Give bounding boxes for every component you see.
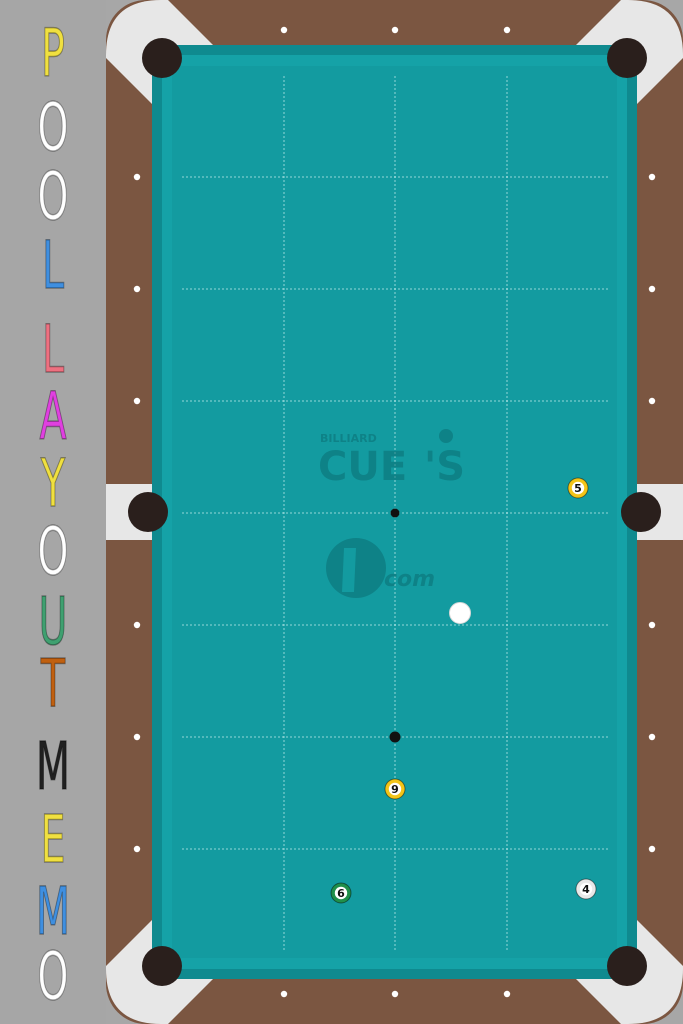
rail-diamond [648,173,656,181]
pocket-tl [142,38,182,78]
rail-diamond [648,285,656,293]
title-letter: O [37,90,69,167]
title-letter: M [35,874,71,951]
title-letter: E [40,802,66,879]
rail-diamond [280,990,288,998]
title-letter: L [41,312,65,389]
ball-5[interactable]: 5 [567,477,589,499]
rail-diamond [503,990,511,998]
rail-diamond [648,845,656,853]
ball-number-disc [571,481,585,495]
ball-number-disc [388,782,402,796]
pockets [128,38,661,986]
rail-diamond [133,173,141,181]
rail-diamond [133,397,141,405]
pocket-mr [621,492,661,532]
ball-number-disc [579,882,593,896]
ball-number: 6 [337,887,345,900]
rail-diamond [280,26,288,34]
title-letter: O [37,159,69,236]
ball-6[interactable]: 6 [330,882,352,904]
rail-diamonds [133,26,656,998]
logo-sub-text: com [384,567,435,592]
billiard-cues-logo: BILLIARD CUE 'S com [318,429,465,598]
pocket-bl [142,946,182,986]
title-letter: O [37,514,69,591]
rail-diamond [391,26,399,34]
rail-diamond [133,845,141,853]
title-letter: U [38,584,68,661]
title-letter: P [41,16,66,93]
pocket-br [607,946,647,986]
ball-4[interactable]: 4 [575,878,597,900]
title-letter: Y [40,446,66,523]
pocket-tr [607,38,647,78]
logo-main-text: CUE [318,444,407,490]
balls-layer[interactable]: 5 9 6 4 [330,477,597,904]
rail-diamond [133,621,141,629]
rail-diamond [648,621,656,629]
rail-diamond [648,397,656,405]
logo-d-cutout [342,548,356,592]
logo-apostrophe-text: 'S [424,444,465,490]
title-letter: T [40,646,66,723]
rail-diamond [133,285,141,293]
rail-diamond [648,733,656,741]
title-letter: A [39,379,67,456]
title-letter: L [41,228,65,305]
ball-number: 5 [574,482,582,495]
ball-number: 4 [582,883,590,896]
rail-diamond [133,733,141,741]
pocket-ml [128,492,168,532]
pool-table[interactable]: BILLIARD CUE 'S com 5 9 6 4 [106,0,683,1024]
title-letter: O [37,939,69,1016]
rail-diamond [391,990,399,998]
ball-number-disc [334,886,348,900]
ball-body [449,602,471,624]
title-letter: M [35,729,71,806]
cue-ball[interactable] [449,602,471,624]
head-spot [390,508,400,518]
logo-d-mark [326,538,386,598]
foot-spot [389,731,401,743]
logo-top-text: BILLIARD [320,432,377,445]
ball-9[interactable]: 9 [384,778,406,800]
table-canvas[interactable]: BILLIARD CUE 'S com 5 9 6 4 [106,0,683,1024]
ball-number: 9 [391,783,399,796]
logo-ball-icon [439,429,453,443]
rail-diamond [503,26,511,34]
